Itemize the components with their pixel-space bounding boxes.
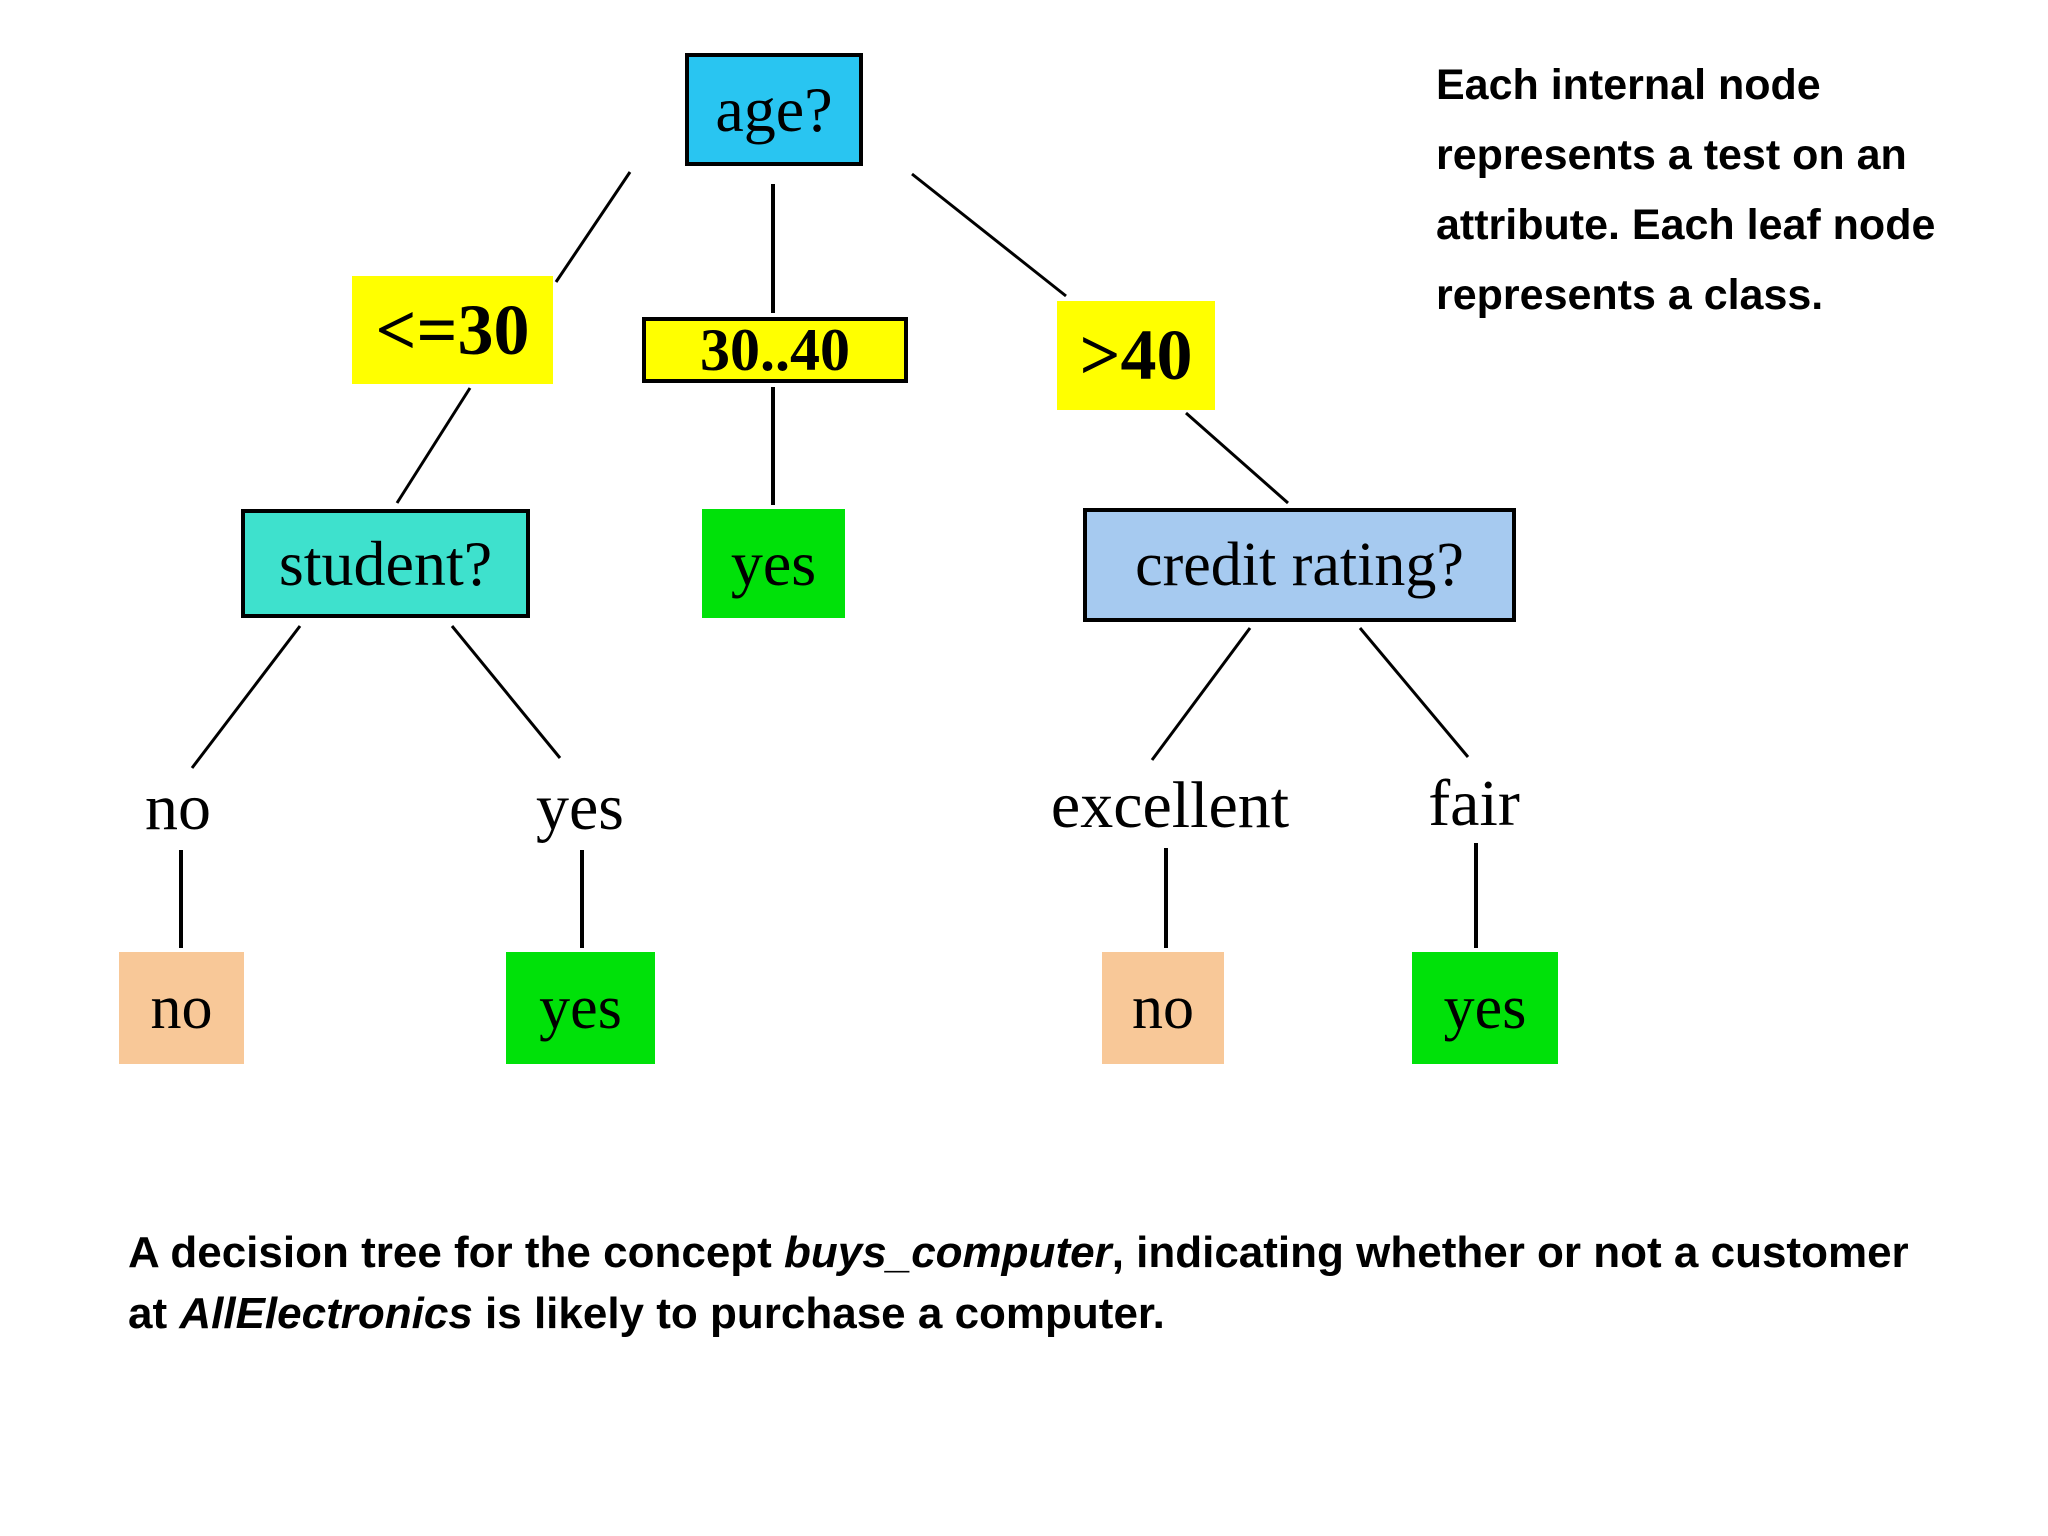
label-student-no: no [145, 771, 211, 844]
edge-age-le30 [554, 171, 632, 283]
label-credit-fair: fair [1428, 767, 1520, 840]
branch-le30: <=30 [352, 276, 553, 384]
caption-italic-buys-computer: buys_computer [784, 1228, 1112, 1277]
leaf-credit-excellent-no: no [1102, 952, 1224, 1064]
caption-line-1: A decision tree for the concept buys_com… [128, 1222, 2028, 1283]
edge-age-gt40 [911, 172, 1067, 298]
branch-gt40: >40 [1057, 301, 1215, 410]
caption-text: at [128, 1289, 180, 1338]
node-credit-rating: credit rating? [1083, 508, 1516, 622]
label-student-yes: yes [536, 771, 624, 844]
annotation-text: Each internal node represents a test on … [1436, 50, 2036, 330]
edge-student-no-label [190, 625, 302, 769]
caption-text: A decision tree for the concept [128, 1228, 785, 1277]
edge-credit-excellent-label [1150, 627, 1252, 761]
leaf-credit-fair-yes: yes [1412, 952, 1558, 1064]
leaf-age-30-40-yes: yes [702, 509, 845, 618]
node-student: student? [241, 509, 530, 618]
annotation-line: represents a test on an [1436, 131, 1907, 179]
label-credit-excellent: excellent [1050, 769, 1290, 842]
caption-italic-allelectronics: AllElectronics [179, 1289, 473, 1338]
edge-le30-student [395, 387, 472, 504]
branch-30-40: 30..40 [642, 317, 908, 383]
annotation-line: Each internal node [1436, 61, 1821, 109]
leaf-student-yes: yes [506, 952, 655, 1064]
caption-text: is likely to purchase a computer. [472, 1289, 1165, 1338]
annotation-line: attribute. Each leaf node [1436, 201, 1936, 249]
edge-gt40-credit [1185, 411, 1289, 505]
edge-credit-fair-label [1358, 627, 1470, 758]
annotation-line: represents a class. [1436, 271, 1824, 319]
leaf-student-no: no [119, 952, 244, 1064]
figure-caption: A decision tree for the concept buys_com… [128, 1222, 2028, 1344]
edge-student-yes-label [450, 625, 562, 759]
caption-line-2: at AllElectronics is likely to purchase … [128, 1283, 2028, 1344]
caption-text: , indicating whether or not a customer [1111, 1228, 1909, 1277]
node-age: age? [685, 53, 863, 166]
